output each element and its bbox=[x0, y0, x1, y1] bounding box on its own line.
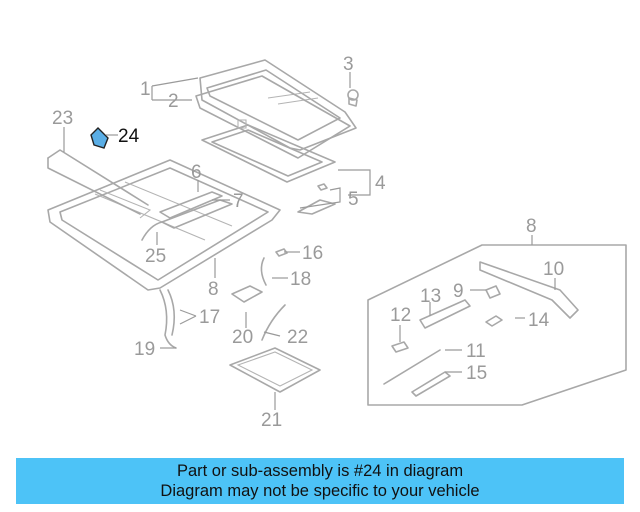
callout-23: 23 bbox=[52, 108, 73, 129]
callout-13: 13 bbox=[420, 286, 441, 307]
callout-4: 4 bbox=[375, 173, 386, 194]
callout-3: 3 bbox=[343, 54, 354, 75]
trim-panel bbox=[229, 347, 321, 393]
guide-rail bbox=[159, 191, 233, 229]
drain-tube bbox=[47, 149, 149, 215]
bracket bbox=[297, 183, 336, 215]
callout-18: 18 bbox=[290, 269, 311, 290]
callout-17: 17 bbox=[199, 307, 220, 328]
callout-8: 8 bbox=[208, 279, 219, 300]
sunroof-frame bbox=[201, 119, 336, 183]
info-banner: Part or sub-assembly is #24 in diagram D… bbox=[16, 458, 624, 504]
parts-diagram: 1 2 3 4 5 6 7 8 8 9 10 11 12 13 14 15 16… bbox=[47, 54, 627, 431]
banner-line-1: Part or sub-assembly is #24 in diagram bbox=[176, 462, 464, 480]
sub-assembly-box bbox=[367, 244, 627, 406]
bolt bbox=[347, 89, 359, 107]
deflector bbox=[141, 221, 163, 241]
callout-labels: 1 2 3 4 5 6 7 8 8 9 10 11 12 13 14 15 16… bbox=[52, 54, 564, 431]
drain-hose bbox=[159, 289, 177, 349]
highlighted-part-24 bbox=[90, 127, 109, 149]
callout-22: 22 bbox=[287, 327, 308, 348]
sunroof-housing bbox=[47, 159, 281, 291]
callout-14: 14 bbox=[528, 310, 550, 331]
callout-19: 19 bbox=[134, 339, 155, 360]
callout-21: 21 bbox=[261, 410, 282, 431]
callout-24: 24 bbox=[118, 126, 140, 147]
hose-clip bbox=[260, 248, 288, 286]
callout-5: 5 bbox=[348, 189, 359, 210]
banner-line-2: Diagram may not be specific to your vehi… bbox=[160, 482, 480, 500]
connector bbox=[231, 285, 286, 341]
leader-lines bbox=[63, 72, 556, 410]
callout-6: 6 bbox=[191, 162, 202, 183]
callout-10: 10 bbox=[543, 259, 564, 280]
glass-weatherstrip bbox=[195, 75, 351, 159]
callout-7: 7 bbox=[233, 191, 244, 212]
callout-12: 12 bbox=[390, 305, 411, 326]
callout-9: 9 bbox=[453, 281, 464, 302]
callout-2: 2 bbox=[168, 91, 179, 112]
callout-25: 25 bbox=[145, 246, 166, 267]
callout-11: 11 bbox=[466, 341, 486, 362]
callout-8-box: 8 bbox=[526, 216, 537, 237]
callout-15: 15 bbox=[466, 363, 487, 384]
callout-16: 16 bbox=[302, 243, 323, 264]
callout-1: 1 bbox=[140, 79, 151, 100]
callout-20: 20 bbox=[232, 327, 253, 348]
